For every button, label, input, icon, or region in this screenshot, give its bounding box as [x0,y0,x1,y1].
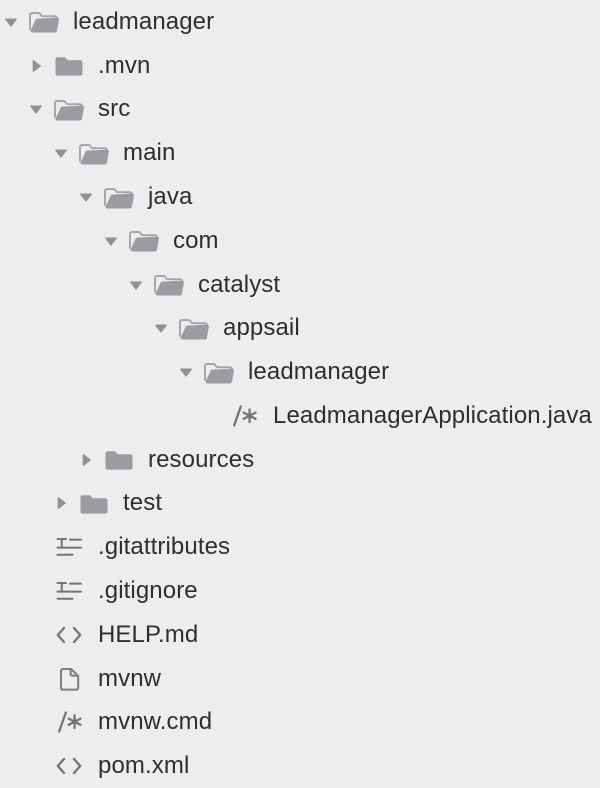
folder-open-icon [203,357,235,387]
chevron-down-icon[interactable] [78,188,103,206]
tree-row-leadmanager[interactable]: leadmanager [0,0,600,44]
chevron-spacer [203,407,228,425]
tree-row--gitattributes[interactable]: .gitattributes [0,525,600,569]
tree-item-label: resources [148,445,255,473]
tree-row-main[interactable]: main [0,131,600,175]
chevron-spacer [28,582,53,600]
tree-item-label: pom.xml [98,752,190,780]
tree-row-test[interactable]: test [0,482,600,526]
tree-item-label: appsail [223,314,300,342]
tree-item-label: src [98,95,131,123]
tree-row-com[interactable]: com [0,219,600,263]
chevron-down-icon[interactable] [3,13,28,31]
text-file-icon [53,576,85,606]
tree-row-appsail[interactable]: appsail [0,306,600,350]
tree-row-mvnw[interactable]: mvnw [0,657,600,701]
folder-open-icon [178,313,210,343]
tree-item-label: .mvn [98,51,151,79]
folder-icon [53,51,85,81]
tree-row-resources[interactable]: resources [0,438,600,482]
tree-row-mvnw-cmd[interactable]: mvnw.cmd [0,701,600,745]
source-file-icon [53,707,85,737]
chevron-down-icon[interactable] [28,100,53,118]
tree-item-label: leadmanager [248,358,390,386]
chevron-spacer [28,626,53,644]
folder-open-icon [53,94,85,124]
chevron-spacer [28,713,53,731]
tree-item-label: .gitignore [98,577,198,605]
folder-open-icon [153,270,185,300]
folder-open-icon [103,182,135,212]
tree-item-label: com [173,226,219,254]
tree-row--mvn[interactable]: .mvn [0,44,600,88]
chevron-spacer [28,670,53,688]
tree-row--gitignore[interactable]: .gitignore [0,569,600,613]
folder-open-icon [128,226,160,256]
tree-row-leadmanagerapplication-java[interactable]: LeadmanagerApplication.java [0,394,600,438]
source-file-icon [228,401,260,431]
tree-item-label: java [148,183,193,211]
chevron-down-icon[interactable] [153,319,178,337]
tree-item-label: LeadmanagerApplication.java [273,401,592,429]
tree-row-pom-xml[interactable]: pom.xml [0,744,600,788]
tree-item-label: .gitattributes [98,533,231,561]
folder-icon [103,445,135,475]
tree-item-label: leadmanager [73,7,215,35]
text-file-icon [53,532,85,562]
tree-row-src[interactable]: src [0,88,600,132]
chevron-right-icon[interactable] [28,57,53,75]
chevron-down-icon[interactable] [178,363,203,381]
tree-item-label: catalyst [198,270,281,298]
tree-item-label: HELP.md [98,620,199,648]
tree-item-label: main [123,139,176,167]
tree-item-label: mvnw [98,664,162,692]
chevron-down-icon[interactable] [53,144,78,162]
chevron-right-icon[interactable] [78,451,103,469]
tree-row-java[interactable]: java [0,175,600,219]
folder-open-icon [28,7,60,37]
tree-row-leadmanager[interactable]: leadmanager [0,350,600,394]
chevron-down-icon[interactable] [103,232,128,250]
folder-open-icon [78,138,110,168]
tree-item-label: mvnw.cmd [98,708,213,736]
chevron-spacer [28,538,53,556]
code-file-icon [53,620,85,650]
chevron-spacer [28,757,53,775]
code-file-icon [53,751,85,781]
tree-row-help-md[interactable]: HELP.md [0,613,600,657]
chevron-right-icon[interactable] [53,494,78,512]
file-icon [53,664,85,694]
tree-item-label: test [123,489,163,517]
chevron-down-icon[interactable] [128,276,153,294]
folder-icon [78,488,110,518]
tree-row-catalyst[interactable]: catalyst [0,263,600,307]
